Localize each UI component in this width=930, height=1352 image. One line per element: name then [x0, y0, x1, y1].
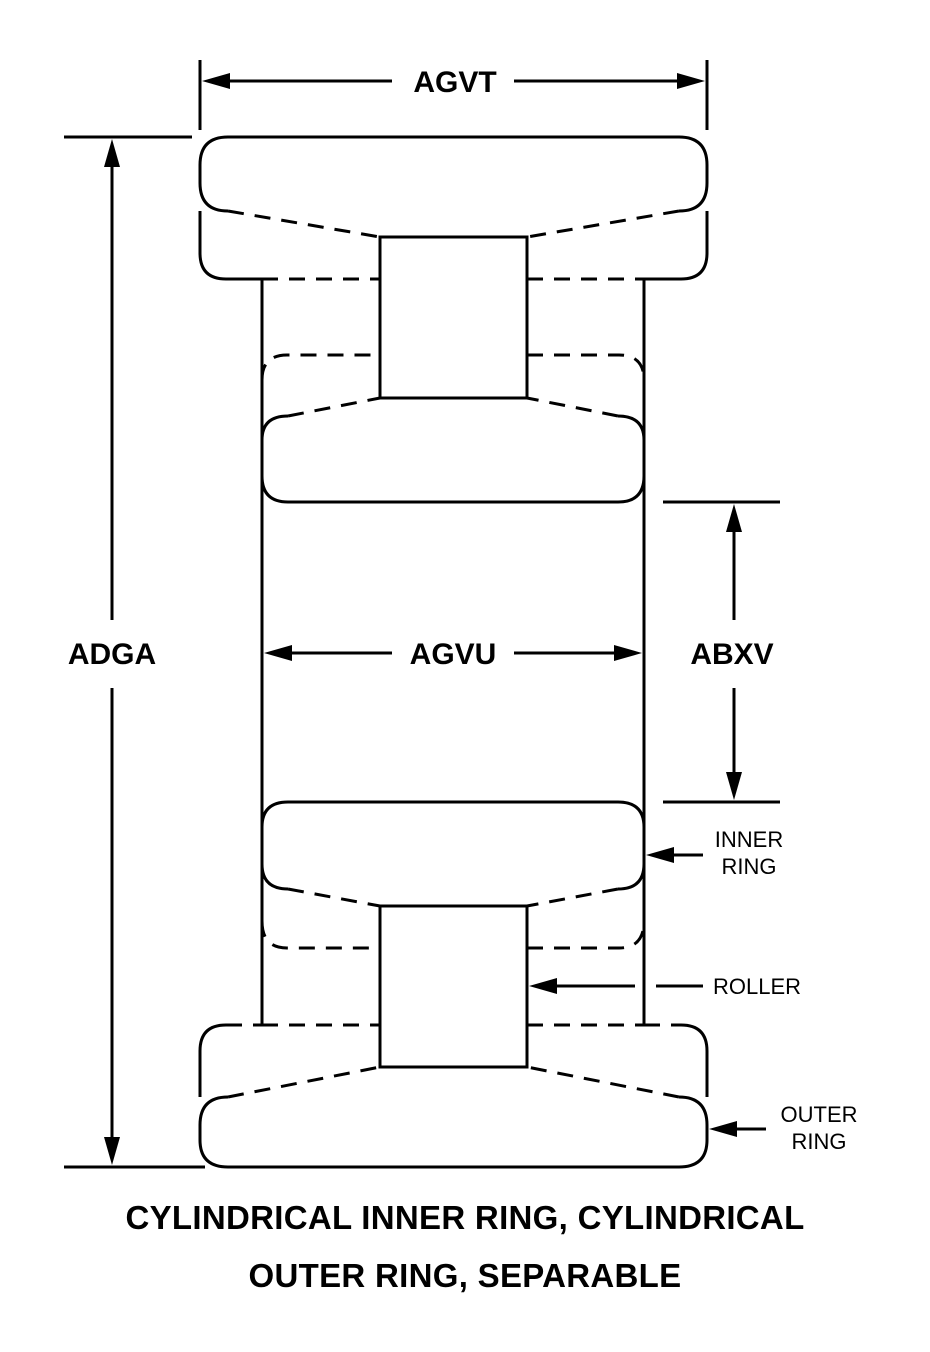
callout-inner-ring: INNER RING	[646, 827, 783, 879]
callout-roller: ROLLER	[529, 974, 801, 999]
callout-label-outer-ring-1: OUTER	[781, 1102, 858, 1127]
dimension-label-abxv: ABXV	[690, 638, 773, 671]
callout-label-roller: ROLLER	[713, 974, 801, 999]
caption-line-2: OUTER RING, SEPARABLE	[248, 1257, 682, 1294]
dimension-adga: ADGA	[64, 135, 205, 1169]
top-inner-ring	[260, 353, 646, 504]
dimension-agvt: AGVT	[198, 60, 709, 130]
top-outer-ring	[198, 135, 709, 281]
dimension-label-adga: ADGA	[68, 638, 156, 671]
top-roller	[378, 235, 529, 400]
dimension-label-agvu: AGVU	[410, 638, 497, 671]
callout-outer-ring: OUTER RING	[709, 1102, 858, 1154]
dimension-abxv: ABXV	[663, 500, 780, 804]
dimension-agvu: AGVU	[264, 638, 642, 671]
callout-label-inner-ring-2: RING	[722, 854, 777, 879]
callout-label-outer-ring-2: RING	[792, 1129, 847, 1154]
caption-line-1: CYLINDRICAL INNER RING, CYLINDRICAL	[125, 1199, 805, 1236]
callout-label-inner-ring-1: INNER	[715, 827, 783, 852]
bottom-roller	[378, 904, 529, 1069]
bottom-inner-ring	[260, 800, 646, 950]
bottom-outer-ring	[198, 1023, 709, 1169]
dimension-label-agvt: AGVT	[413, 66, 496, 99]
